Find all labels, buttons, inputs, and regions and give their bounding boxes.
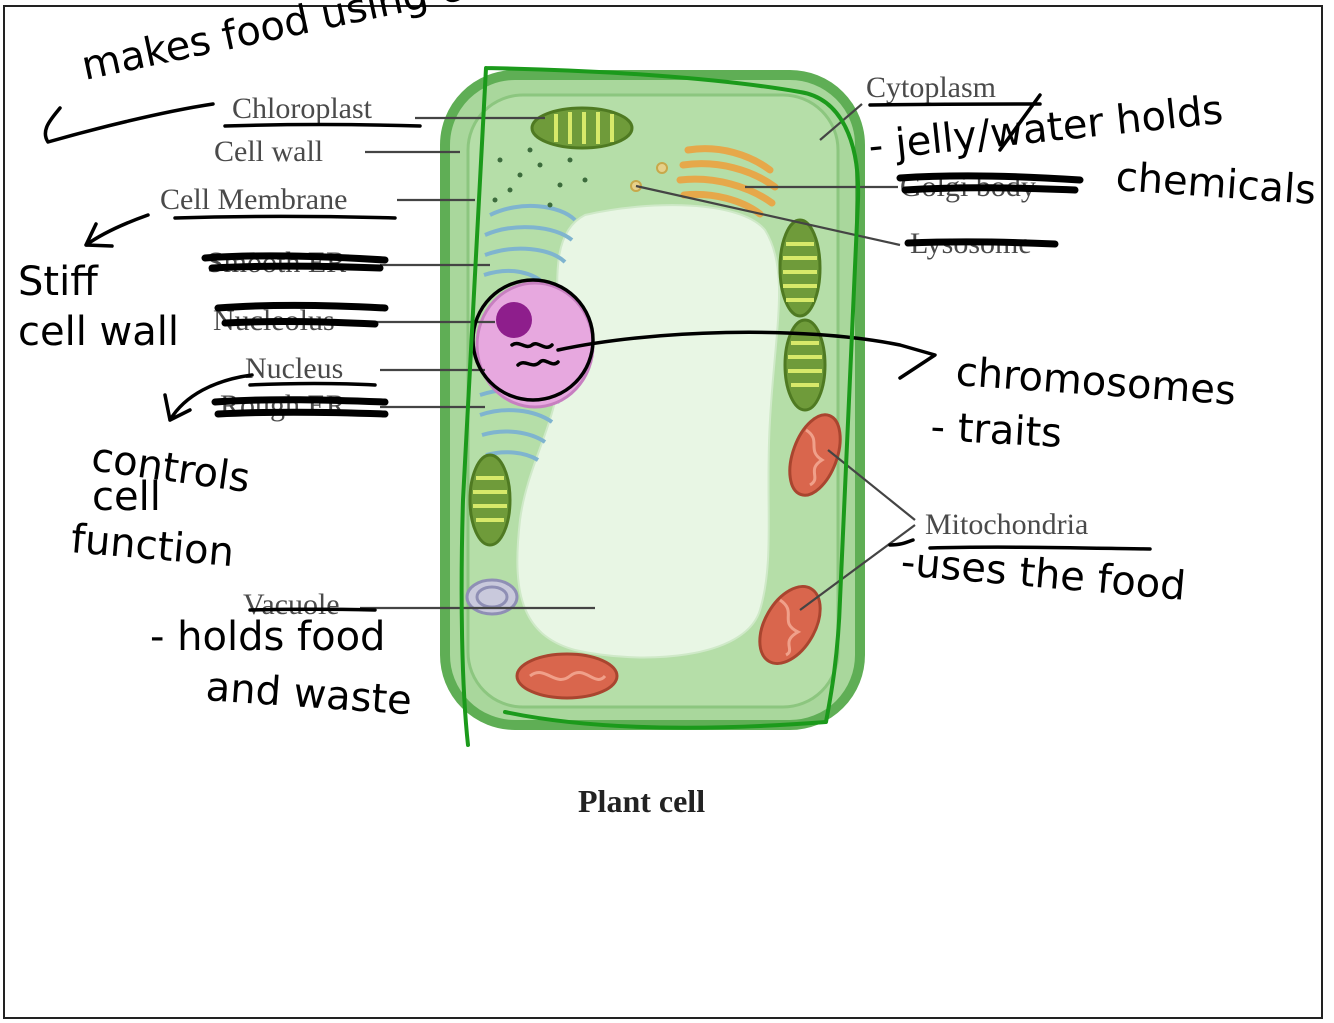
underline-chloroplast xyxy=(225,125,420,127)
arrow-chloroplast-note xyxy=(45,104,213,142)
underline-nucleus xyxy=(250,384,375,386)
strike-smooth-er-2 xyxy=(212,266,380,268)
note-cell-wall-2: cell wall xyxy=(18,309,179,355)
label-nucleus: Nucleus xyxy=(245,352,343,385)
strike-rough-er-2 xyxy=(218,412,385,414)
note-nucleus-3: function xyxy=(69,516,236,576)
note-vacuole-2: and waste xyxy=(204,664,413,724)
label-mitochondria: Mitochondria xyxy=(925,508,1088,541)
note-cell-wall-1: Stiff xyxy=(18,259,99,305)
note-vacuole-1: - holds food xyxy=(150,614,385,660)
strike-golgi xyxy=(900,176,1080,180)
vacuole-shape xyxy=(517,205,779,657)
note-chromosomes-2: - traits xyxy=(929,404,1063,457)
label-chloroplast: Chloroplast xyxy=(232,92,373,125)
strike-nucleolus xyxy=(218,305,385,308)
arrow-cell-wall-note xyxy=(86,215,148,246)
strike-lysosome xyxy=(908,242,1055,244)
label-smooth-er: Smooth ER xyxy=(207,246,346,279)
label-cell-membrane: Cell Membrane xyxy=(160,183,347,216)
note-chromosomes-1: chromosomes xyxy=(954,349,1237,414)
underline-vacuole xyxy=(250,609,375,610)
strike-nucleolus-2 xyxy=(225,321,375,324)
diagram-caption: Plant cell xyxy=(578,783,705,819)
label-cytoplasm: Cytoplasm xyxy=(866,71,996,104)
nucleolus-shape xyxy=(496,302,532,338)
strike-golgi-2 xyxy=(905,188,1075,190)
underline-cytoplasm xyxy=(870,104,1040,105)
label-rough-er: Rough ER xyxy=(220,389,346,422)
chloroplast-shape xyxy=(470,455,510,545)
note-nucleus-2: cell xyxy=(92,474,161,520)
strike-rough-er xyxy=(215,400,385,402)
chloroplast-shape xyxy=(780,220,820,316)
chloroplast-shape xyxy=(532,108,632,148)
strike-smooth-er xyxy=(205,256,385,260)
underline-cell-membrane xyxy=(175,217,395,219)
vesicle-shape xyxy=(657,163,667,173)
note-cytoplasm-2: chemicals xyxy=(1114,154,1317,214)
mitochondrion-shape xyxy=(517,654,617,698)
label-cell-wall: Cell wall xyxy=(214,135,323,168)
